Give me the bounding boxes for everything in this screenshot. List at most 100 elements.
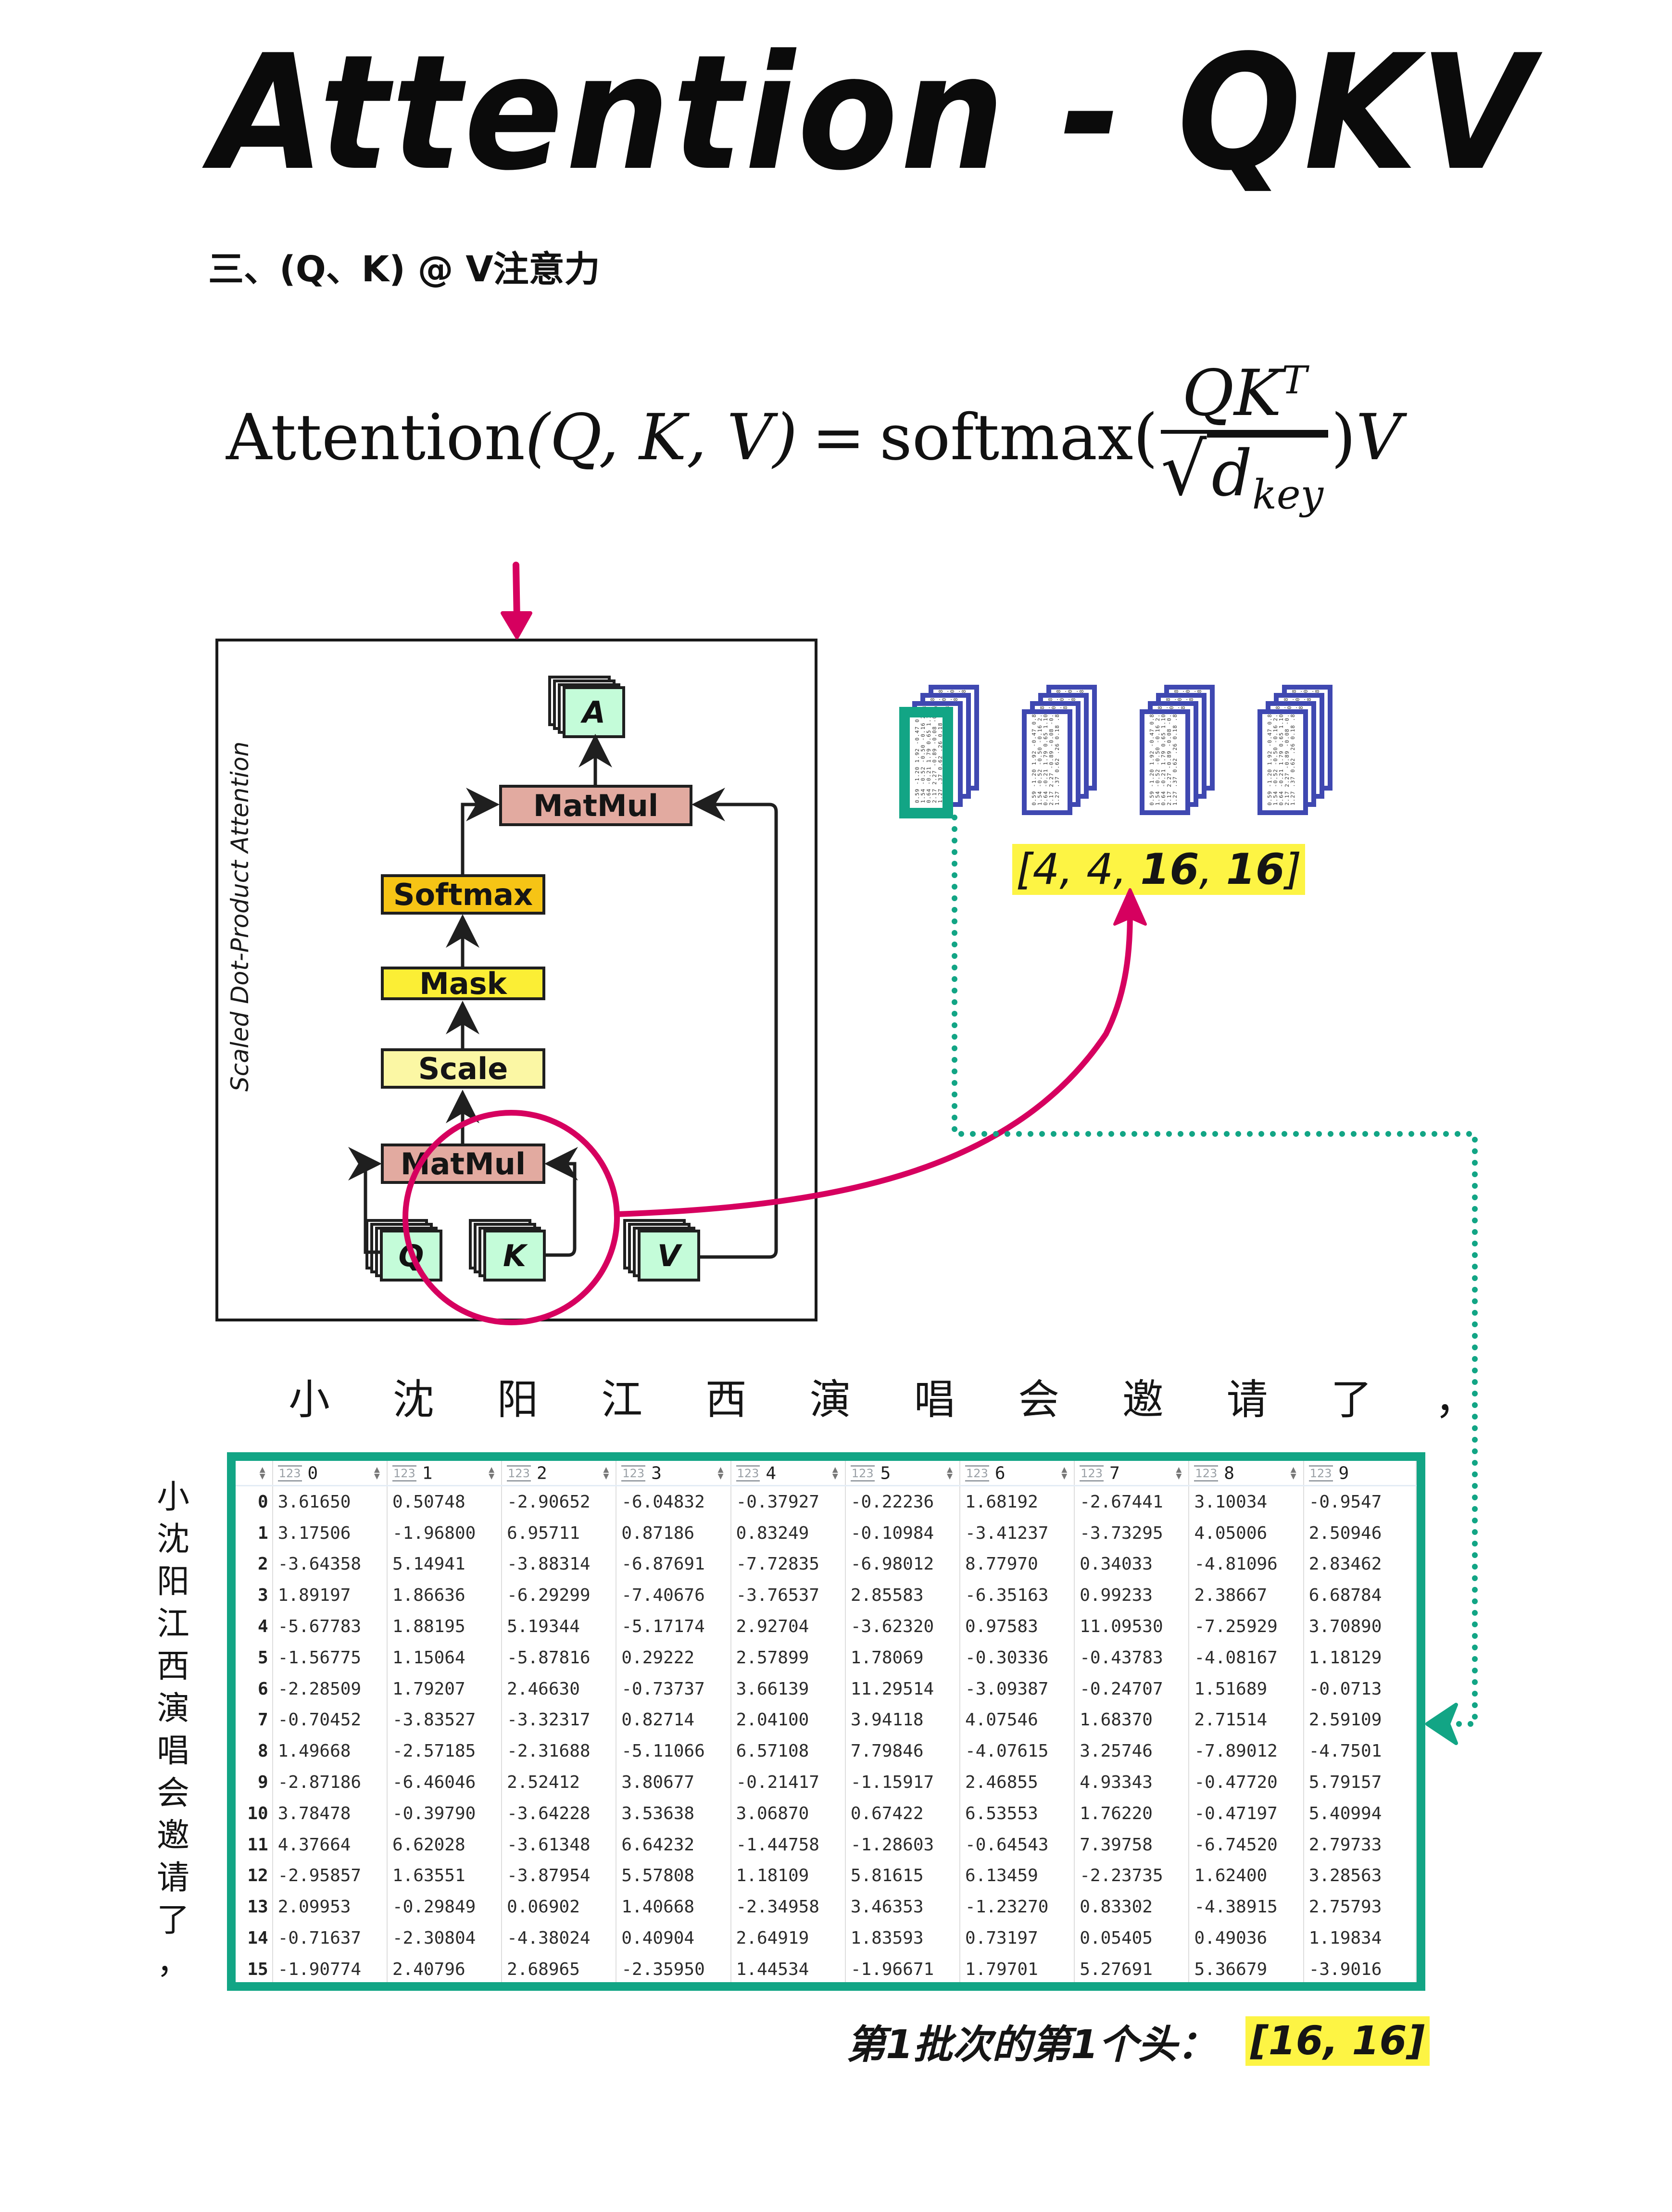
table-cell: -1.23270 [960, 1891, 1075, 1923]
token-sentence-horizontal: 小沈阳江西演唱会邀请了， [289, 1366, 1476, 1426]
table-cell: -2.95857 [272, 1860, 388, 1892]
row-index: 7 [236, 1704, 273, 1736]
table-cell: 2.71514 [1189, 1704, 1304, 1736]
token: 西 [705, 1376, 747, 1424]
page-title: Attention - QKV [212, 21, 1536, 205]
row-index: 15 [236, 1953, 273, 1982]
row-index: 1 [236, 1517, 273, 1549]
table-cell: 3.53638 [616, 1797, 731, 1829]
table-cell: 2.38667 [1189, 1580, 1304, 1611]
table-cell: -1.56775 [272, 1642, 388, 1673]
table-cell: -7.72835 [730, 1548, 846, 1580]
column-name: 9 [1338, 1463, 1349, 1483]
token: 演 [156, 1690, 189, 1728]
index-header[interactable]: ▲▼ [236, 1461, 273, 1486]
table-cell: -5.67783 [272, 1611, 388, 1642]
sort-icon[interactable]: ▲▼ [946, 1463, 953, 1482]
table-cell: -3.87954 [502, 1860, 617, 1892]
token: 西 [156, 1647, 189, 1685]
table-cell: 0.97583 [960, 1611, 1075, 1642]
table-cell: -0.21417 [730, 1767, 846, 1798]
table-cell: 1.18129 [1303, 1642, 1417, 1673]
sort-icon[interactable]: ▲▼ [259, 1463, 265, 1482]
table-cell: 1.68192 [960, 1485, 1075, 1518]
table-cell: 0.83249 [730, 1517, 846, 1549]
token: 江 [601, 1376, 643, 1424]
table-cell: 2.40796 [387, 1953, 503, 1982]
numeric-type-icon: 123 [1308, 1465, 1333, 1482]
numeric-type-icon: 123 [736, 1465, 760, 1482]
row-index: 4 [236, 1611, 273, 1642]
table-cell: 5.81615 [845, 1860, 961, 1892]
numeric-type-icon: 123 [965, 1465, 989, 1482]
table-cell: 2.57899 [730, 1642, 846, 1673]
row-index: 10 [236, 1797, 273, 1829]
table-cell: 2.92704 [730, 1611, 846, 1642]
diagram-label: Scaled Dot-Product Attention [226, 741, 254, 1092]
column-header[interactable]: 123 9 [1303, 1461, 1417, 1486]
table-cell: -6.46046 [387, 1767, 503, 1798]
table-cell: -6.74520 [1189, 1829, 1304, 1860]
sort-icon[interactable]: ▲▼ [1176, 1463, 1182, 1482]
selected-head-matrix: 0.59 -1.20 1.92 -0.47 0.80 0.39 0.39 0.8… [899, 707, 953, 818]
sort-icon[interactable]: ▲▼ [1290, 1463, 1296, 1482]
caption-text: 第1批次的第1个头： [846, 2022, 1217, 2068]
sort-icon[interactable]: ▲▼ [603, 1463, 609, 1482]
sort-icon[interactable]: ▲▼ [374, 1463, 380, 1482]
table-cell: -5.11066 [616, 1735, 731, 1767]
table-cell: 3.94118 [845, 1704, 961, 1736]
table-cell: 3.10034 [1189, 1485, 1304, 1518]
sqrt-icon: √ [1160, 428, 1207, 512]
token: 邀 [1122, 1376, 1164, 1424]
row-index: 13 [236, 1891, 273, 1923]
table-cell: -4.08167 [1189, 1642, 1304, 1673]
table-cell: -7.89012 [1189, 1735, 1304, 1767]
sort-icon[interactable]: ▲▼ [717, 1463, 724, 1482]
row-index: 5 [236, 1642, 273, 1673]
table-cell: 6.57108 [730, 1735, 846, 1767]
v-label: V [638, 1230, 700, 1282]
table-cell: -3.61348 [502, 1829, 617, 1860]
fraction-bar [1160, 430, 1329, 434]
sort-icon[interactable]: ▲▼ [832, 1463, 838, 1482]
table-cell: -1.96800 [387, 1517, 503, 1549]
token: 请 [1226, 1376, 1268, 1424]
q-tensor: Q [365, 1219, 442, 1282]
table-cell: 8.77970 [960, 1548, 1075, 1580]
formula-v: V [1356, 401, 1402, 475]
token: 会 [156, 1774, 189, 1812]
table-cell: -3.64228 [502, 1797, 617, 1829]
output-a-tensor: A [548, 676, 625, 738]
attention-formula: Attention(Q, K, V) = softmax( QKT √ dkey… [226, 346, 1402, 529]
table-cell: 1.40668 [616, 1891, 731, 1923]
softmax-block: Softmax [381, 874, 545, 915]
table-cell: 0.05405 [1074, 1923, 1190, 1954]
sort-icon[interactable]: ▲▼ [1061, 1463, 1068, 1482]
table-cell: -2.57185 [387, 1735, 503, 1767]
q-label: Q [380, 1230, 442, 1282]
table-cell: -1.28603 [845, 1829, 961, 1860]
table-cell: -4.07615 [960, 1735, 1075, 1767]
table-cell: 5.19344 [502, 1611, 617, 1642]
token: 演 [809, 1376, 851, 1424]
table-cell: 1.88195 [387, 1611, 503, 1642]
column-name: 3 [651, 1463, 662, 1483]
sort-icon[interactable]: ▲▼ [489, 1463, 495, 1482]
